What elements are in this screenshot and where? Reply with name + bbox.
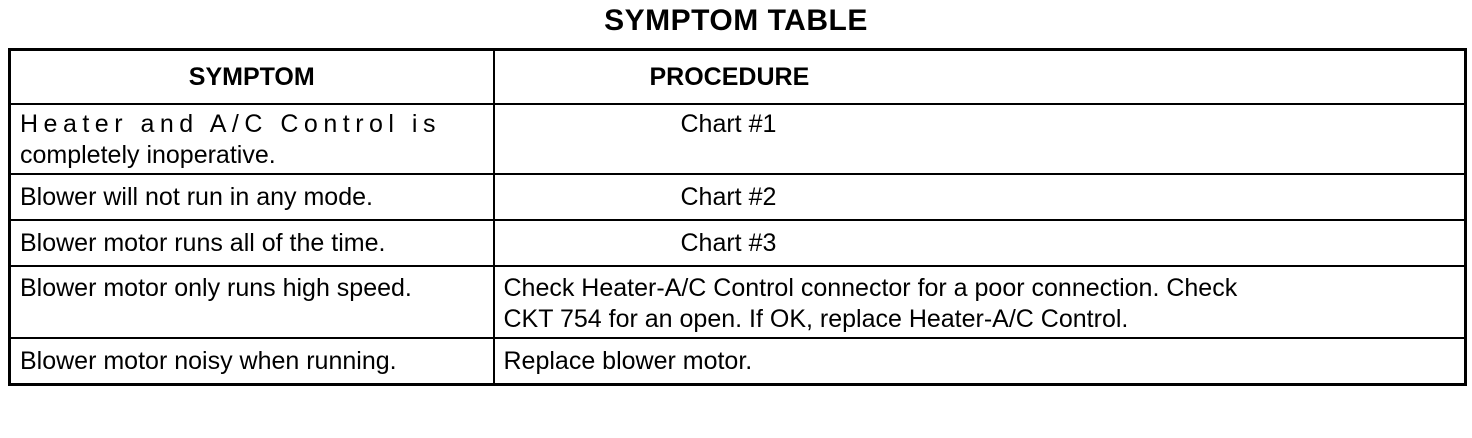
symptom-cell: Blower motor noisy when running. — [8, 337, 495, 386]
table-row: Blower motor runs all of the time. Chart… — [8, 219, 1467, 267]
table-row: Heater and A/C Control is completely ino… — [8, 103, 1467, 175]
table-row: Blower motor only runs high speed. Check… — [8, 265, 1467, 339]
column-header-symptom: SYMPTOM — [8, 48, 495, 105]
procedure-cell: Chart #1 — [492, 103, 1467, 175]
page-title: SYMPTOM TABLE — [604, 4, 868, 37]
procedure-cell: Chart #2 — [492, 173, 1467, 221]
symptom-text-line: completely inoperative. — [20, 141, 276, 169]
procedure-cell: Chart #3 — [492, 219, 1467, 267]
symptom-cell: Blower motor runs all of the time. — [8, 219, 495, 267]
symptom-cell: Blower motor only runs high speed. — [8, 265, 495, 339]
table-header-row: SYMPTOM PROCEDURE — [8, 48, 1467, 105]
symptom-table: SYMPTOM PROCEDURE Heater and A/C Control… — [8, 48, 1467, 386]
procedure-cell: Replace blower motor. — [492, 337, 1467, 386]
procedure-cell: Check Heater-A/C Control connector for a… — [492, 265, 1467, 339]
column-header-procedure: PROCEDURE — [492, 48, 1467, 105]
symptom-cell: Blower will not run in any mode. — [8, 173, 495, 221]
symptom-text-line: Heater and A/C Control is — [20, 110, 441, 138]
symptom-cell: Heater and A/C Control is completely ino… — [8, 103, 495, 175]
procedure-text-line: CKT 754 for an open. If OK, replace Heat… — [503, 305, 1129, 333]
table-row: Blower motor noisy when running. Replace… — [8, 337, 1467, 386]
table-row: Blower will not run in any mode. Chart #… — [8, 173, 1467, 221]
procedure-text-line: Check Heater-A/C Control connector for a… — [503, 274, 1238, 302]
